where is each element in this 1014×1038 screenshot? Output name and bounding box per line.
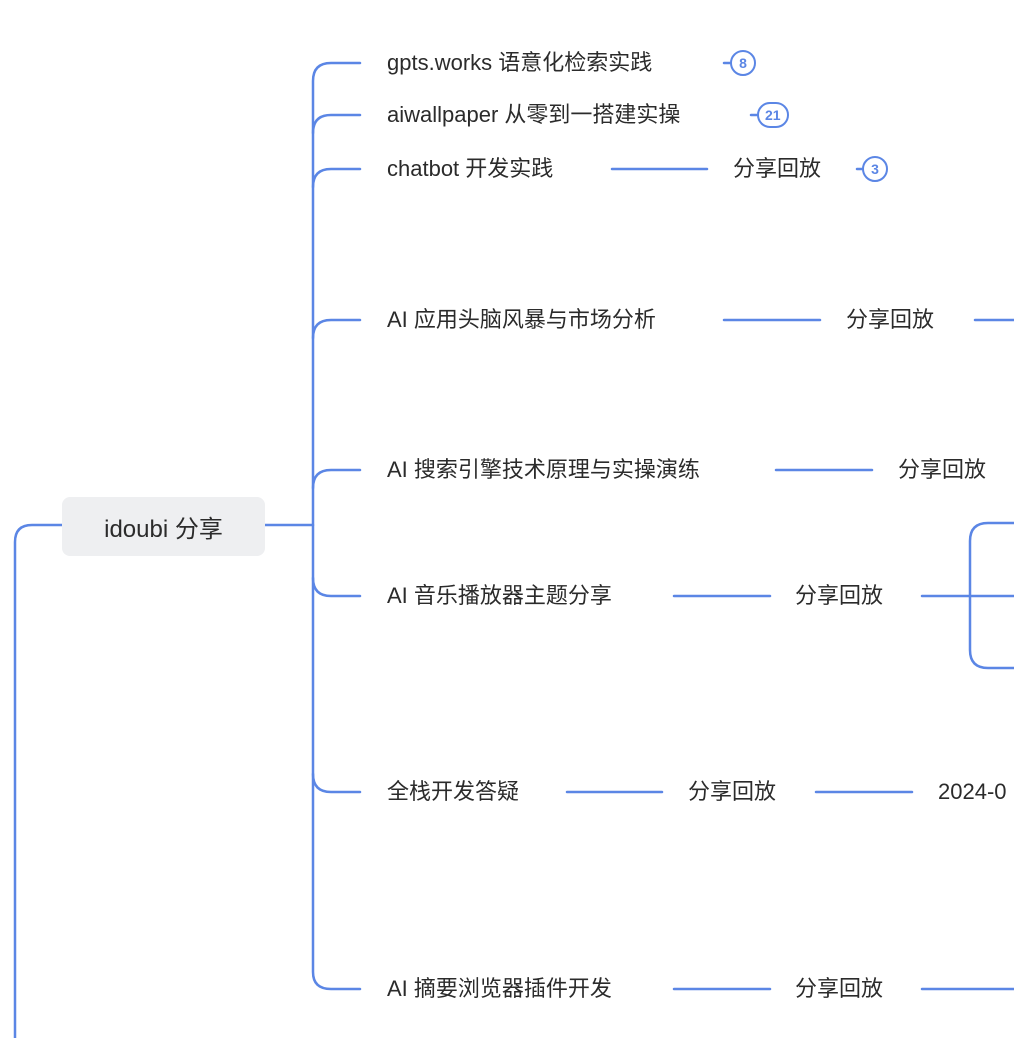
node-aiwallpaper[interactable]: aiwallpaper 从零到一搭建实操 xyxy=(387,102,681,127)
node-date[interactable]: 2024-0 xyxy=(938,779,1007,804)
node-replay[interactable]: 分享回放 xyxy=(688,779,777,804)
node-replay[interactable]: 分享回放 xyxy=(898,457,987,482)
node-replay[interactable]: 分享回放 xyxy=(846,307,935,332)
node-replay[interactable]: 分享回放 xyxy=(733,156,822,181)
node-ai-summary-extension[interactable]: AI 摘要浏览器插件开发 xyxy=(387,976,612,1001)
node-gpts-works[interactable]: gpts.works 语意化检索实践 xyxy=(387,50,653,75)
node-ai-music[interactable]: AI 音乐播放器主题分享 xyxy=(387,583,612,608)
collapsed-count-badge[interactable]: 8 xyxy=(730,50,756,76)
node-replay[interactable]: 分享回放 xyxy=(795,583,884,608)
root-node[interactable]: idoubi 分享 xyxy=(62,497,265,556)
node-chatbot[interactable]: chatbot 开发实践 xyxy=(387,156,554,181)
root-label: idoubi 分享 xyxy=(104,516,223,543)
node-ai-search[interactable]: AI 搜索引擎技术原理与实操演练 xyxy=(387,457,700,482)
node-ai-app-brainstorm[interactable]: AI 应用头脑风暴与市场分析 xyxy=(387,307,656,332)
node-replay[interactable]: 分享回放 xyxy=(795,976,884,1001)
node-fullstack-qa[interactable]: 全栈开发答疑 xyxy=(387,779,520,804)
collapsed-count-badge[interactable]: 3 xyxy=(862,156,888,182)
collapsed-count-badge[interactable]: 21 xyxy=(757,102,789,128)
